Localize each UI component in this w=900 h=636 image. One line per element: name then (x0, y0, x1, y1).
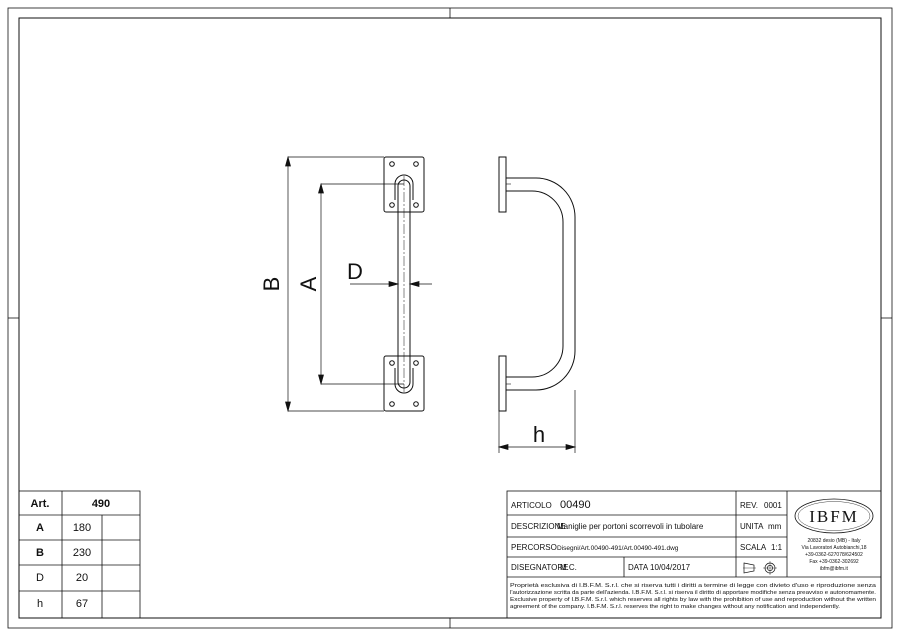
parts-table: Art. 490 A 180 B 230 D 20 h 67 (18, 490, 141, 619)
articolo-value: 00490 (560, 499, 591, 511)
dimension-label-b: B (259, 277, 284, 292)
address-line: +39-0362-627078/624502 (805, 552, 863, 558)
address-line: 20832 desio (MB) - Italy (807, 538, 861, 544)
logo-text: IBFM (809, 507, 859, 526)
parts-table-header-value: 490 (92, 498, 110, 510)
dimension-label-d: D (347, 259, 363, 284)
side-bottom-plate (498, 355, 507, 412)
data-value: 10/04/2017 (650, 563, 691, 572)
unita-value: mm (768, 522, 782, 531)
parts-table-row-label: B (36, 547, 44, 559)
side-top-plate (498, 156, 507, 213)
parts-table-header-label: Art. (31, 498, 50, 510)
title-block: ARTICOLO 00490 REV. 0001 DESCRIZIONE Man… (506, 490, 882, 619)
disegnatore-label: DISEGNATORE (511, 563, 569, 572)
scala-value: 1:1 (771, 543, 783, 552)
rev-label: REV. (740, 501, 758, 510)
legal-line: l'autorizzazione scritta da parte dell'a… (510, 590, 876, 596)
rev-value: 0001 (764, 501, 782, 510)
address-line: ibfm@ibfm.it (820, 566, 848, 572)
scala-label: SCALA (740, 543, 767, 552)
percorso-value: Disegni/Art.00490-491/Art.00490-491.dwg (557, 545, 679, 552)
unita-label: UNITA (740, 522, 764, 531)
side-view-dimensions (497, 390, 577, 453)
address-line: Fax +39-0362-302692 (809, 559, 859, 565)
descrizione-label: DESCRIZIONE (511, 522, 566, 531)
parts-table-row-label: A (36, 522, 44, 534)
descrizione-value: Maniglie per portoni scorrevoli in tubol… (557, 522, 704, 531)
projection-symbol-icon (743, 561, 777, 575)
articolo-label: ARTICOLO (511, 501, 552, 510)
side-view (498, 156, 576, 412)
parts-table-row-value: 180 (73, 522, 91, 534)
percorso-label: PERCORSO (511, 543, 557, 552)
company-logo: IBFM (794, 498, 874, 534)
dimension-label-h: h (533, 422, 545, 447)
parts-table-row-label: h (37, 598, 43, 610)
dimension-label-a: A (296, 276, 321, 291)
sheet-border (7, 7, 893, 629)
front-view-dimensions (285, 155, 432, 413)
parts-table-row-label: D (36, 572, 44, 584)
legal-line: Exclusive property of I.B.F.M. S.r.l. wh… (510, 597, 876, 603)
parts-table-row-value: 67 (76, 598, 88, 610)
disegnatore-value: M.C. (560, 563, 577, 572)
parts-table-row-value: 230 (73, 547, 91, 559)
address-line: Via Lavoratori Autobianchi,18 (802, 545, 867, 551)
parts-table-row-value: 20 (76, 572, 88, 584)
legal-line: Proprietà esclusiva di I.B.F.M. S.r.l. c… (510, 583, 876, 589)
legal-line: agreement of the company. I.B.F.M. S.r.l… (510, 604, 840, 610)
data-label: DATA (628, 563, 649, 572)
